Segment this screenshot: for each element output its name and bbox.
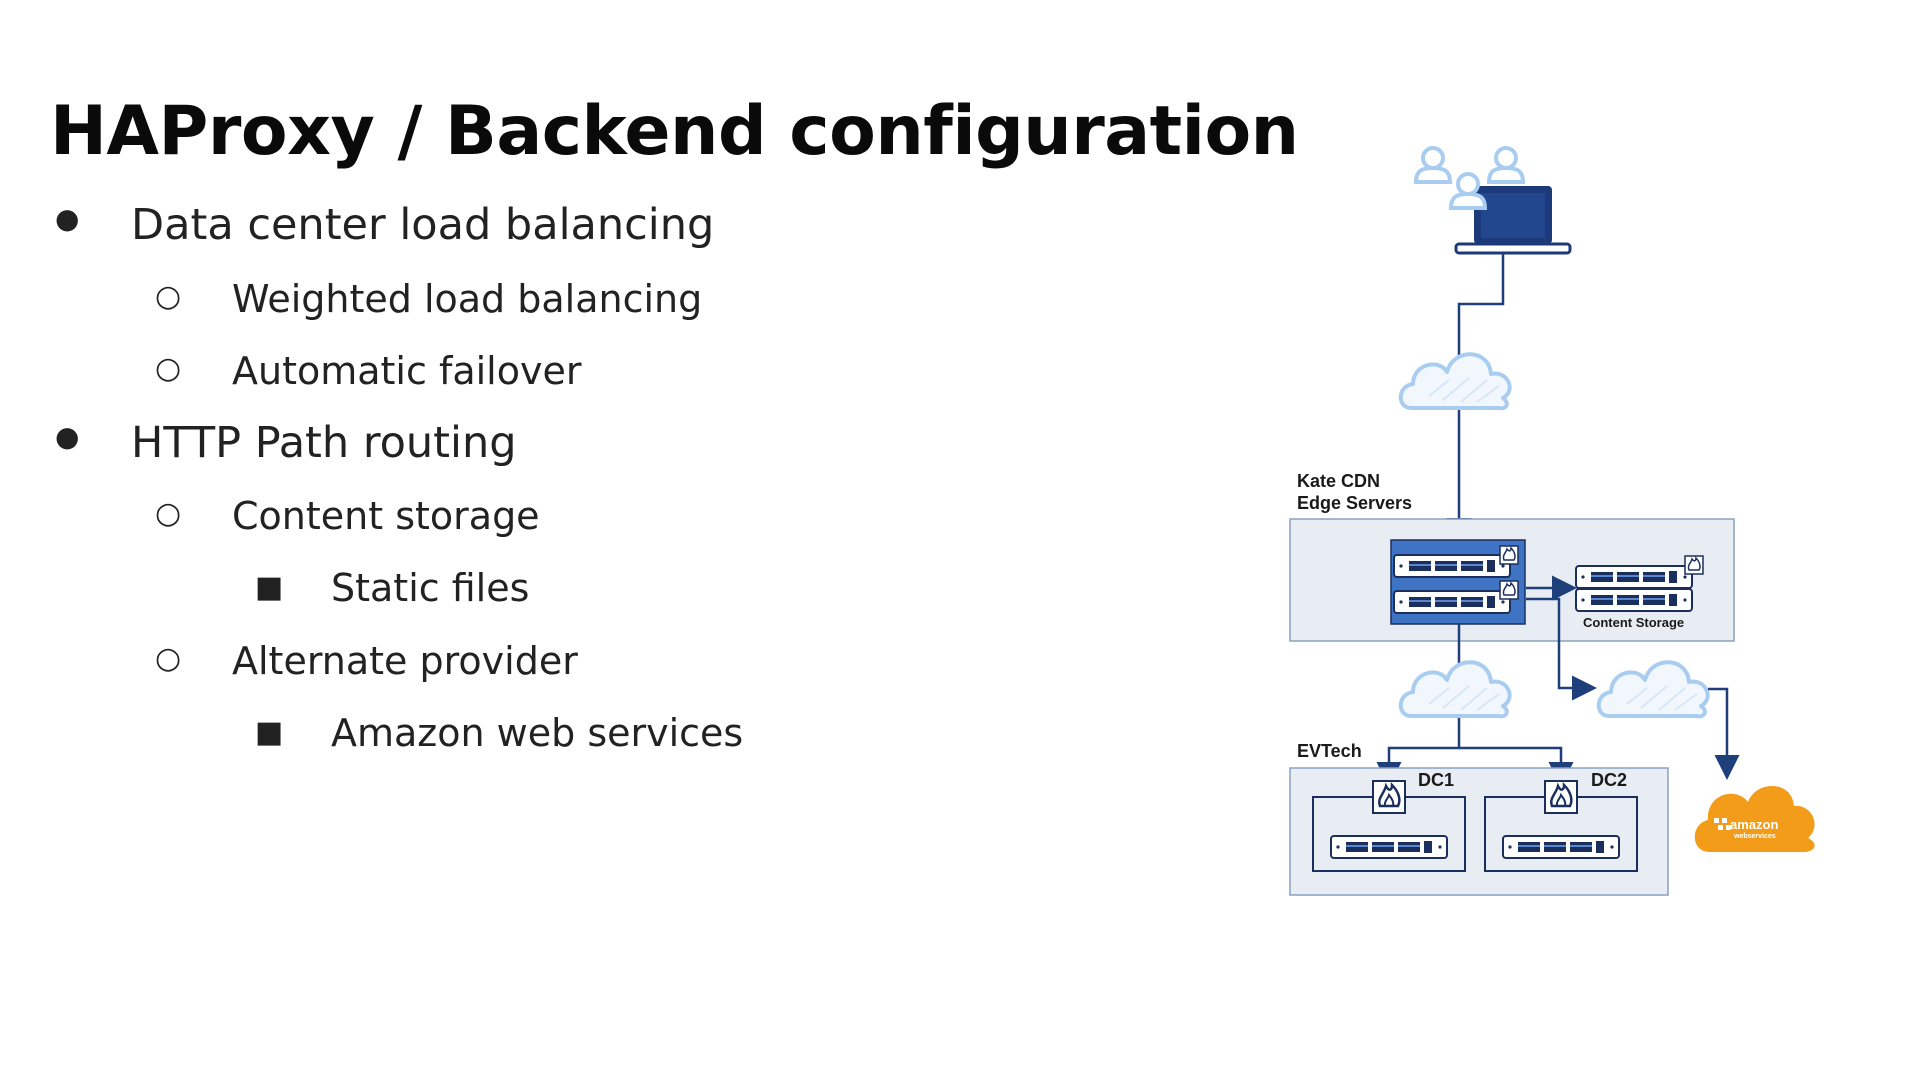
bullet-marker: ○ [155,641,182,676]
connector-line [1457,253,1505,355]
bullet-marker: ■ [255,715,284,750]
bullet-marker: ● [55,420,80,453]
bullet-text: Automatic failover [232,349,582,393]
slide-title: HAProxy / Backend configuration [50,92,1299,171]
bullet-marker: ○ [155,351,182,386]
aws-logo-text: amazon [1730,817,1778,832]
bullet-marker: ● [55,202,80,235]
bullet-text: Data center load balancing [131,200,715,250]
dc1-server-icon [1330,835,1448,859]
aws-network-cloud-icon [1596,660,1710,719]
internet-cloud-icon [1398,352,1512,411]
bullet-text: Static files [331,566,530,610]
connector-line [1708,687,1740,780]
aws-logo-subtext: webservices [1733,833,1776,840]
dc2-label: DC2 [1591,770,1627,790]
aws-cloud-logo-icon: amazon webservices [1694,785,1815,852]
connector-line [1376,718,1461,787]
dc1-label: DC1 [1418,770,1454,790]
cdn-architecture-diagram: Kate CDN Edge Servers Content Storage EV… [1270,130,1830,910]
edge-servers-label: Edge Servers [1297,493,1412,513]
content-storage-label: Content Storage [1583,615,1684,630]
bullet-text: Alternate provider [232,639,578,683]
bullet-text: Weighted load balancing [232,277,703,321]
bullet-marker: ○ [155,279,182,314]
users-laptop-icon [1414,146,1572,255]
edge-servers-label: Kate CDN [1297,471,1380,491]
bullet-text: Content storage [232,494,540,538]
bullet-marker: ○ [155,496,182,531]
bullet-text: HTTP Path routing [131,418,517,468]
connector-line [1526,597,1597,701]
evtech-label: EVTech [1297,741,1362,761]
edge-server-stack-icon [1390,539,1526,625]
private-network-cloud-icon [1398,660,1512,719]
dc2-server-icon [1502,835,1620,859]
bullet-text: Amazon web services [331,711,744,755]
bullet-list: ● Data center load balancing ○ Weighted … [0,0,1000,1000]
dc2-haproxy-icon [1543,779,1579,815]
bullet-marker: ■ [255,570,284,605]
dc1-haproxy-icon [1371,779,1407,815]
